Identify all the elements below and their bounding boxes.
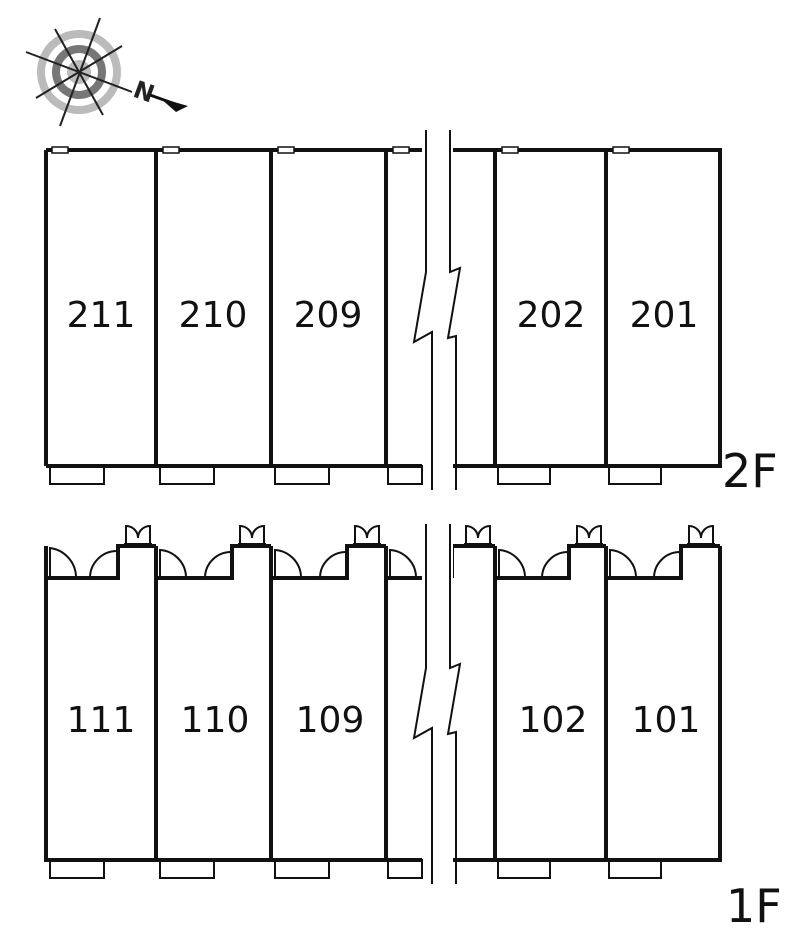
- floor-label-1f: 1F: [726, 879, 782, 933]
- unit-label: 102: [519, 700, 588, 741]
- unit-label: 210: [179, 295, 248, 336]
- floor-2f: 211 210 209 202 201: [44, 130, 722, 492]
- compass-north-label: N: [130, 75, 158, 108]
- compass-rose-icon: [25, 17, 133, 127]
- unit-label: 111: [67, 700, 136, 741]
- floor-1f: 111 110 109 102 101: [44, 524, 722, 886]
- unit-label: 201: [630, 295, 699, 336]
- unit-label: 211: [67, 295, 136, 336]
- unit-label: 109: [296, 700, 365, 741]
- unit-label: 202: [517, 295, 586, 336]
- floor-label-2f: 2F: [722, 444, 778, 498]
- unit-label: 110: [181, 700, 250, 741]
- unit-label: 101: [632, 700, 701, 741]
- unit-label: 209: [294, 295, 363, 336]
